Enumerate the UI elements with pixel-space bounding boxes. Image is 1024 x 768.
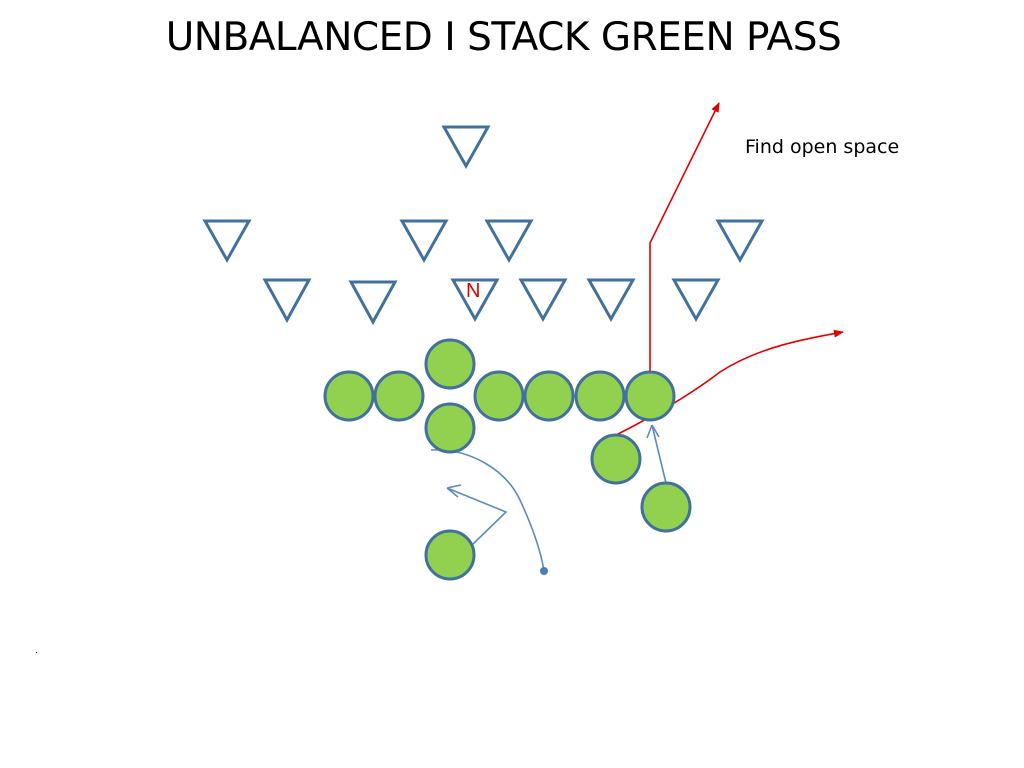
page-title: UNBALANCED I STACK GREEN PASS <box>165 15 842 60</box>
player-line-3 <box>473 370 525 422</box>
qb-dot <box>540 567 548 575</box>
route-back-up <box>646 424 667 484</box>
player-center-bottom <box>424 402 476 454</box>
defender-lb-3 <box>484 219 534 264</box>
player-wing <box>590 433 642 485</box>
player-center-top <box>424 338 476 390</box>
defender-dl-5 <box>671 278 721 323</box>
footer-mark: . <box>35 645 38 656</box>
player-line-6 <box>624 370 676 422</box>
player-line-4 <box>523 370 575 422</box>
player-line-2 <box>373 370 425 422</box>
route-handoff <box>446 484 508 546</box>
route-vertical <box>649 102 720 374</box>
player-back-right <box>640 481 692 533</box>
routes <box>430 102 844 575</box>
defender-safety <box>441 125 491 170</box>
defender-lb-4 <box>715 219 765 264</box>
defender-dl-2 <box>348 280 398 326</box>
route-note: Find open space <box>745 136 900 158</box>
player-line-1 <box>323 370 375 422</box>
defender-dl-4 <box>586 278 636 323</box>
defender-lb-1 <box>202 219 252 264</box>
route-tailback-swing <box>430 449 545 572</box>
nose-label: N <box>466 280 480 302</box>
offense <box>323 338 692 581</box>
defense <box>202 125 765 326</box>
player-tailback <box>424 529 476 581</box>
player-line-5 <box>574 370 626 422</box>
defender-lb-2 <box>399 219 449 264</box>
defender-dl-1 <box>262 278 312 324</box>
defender-dl-3 <box>518 278 568 323</box>
defender-dl-nose <box>450 278 500 323</box>
